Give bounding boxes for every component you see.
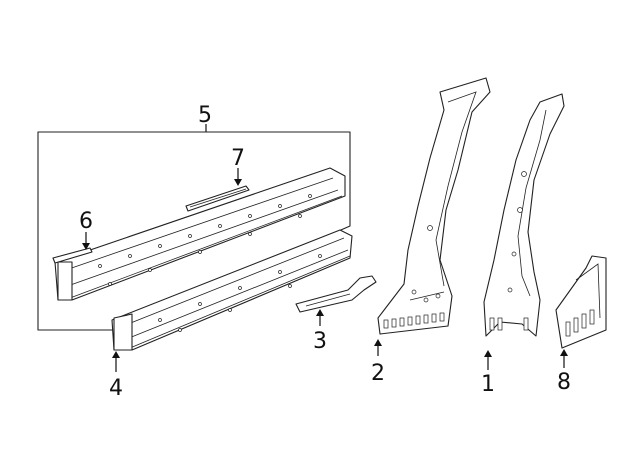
part-6-reinforcement bbox=[52, 232, 93, 264]
part-4-outer-rocker bbox=[111, 229, 353, 372]
callout-1: 1 bbox=[481, 372, 495, 397]
callout-6: 6 bbox=[79, 209, 93, 234]
rocker-holes bbox=[98, 194, 312, 286]
part-2-pillar-reinforcement bbox=[374, 77, 491, 356]
callout-3: 3 bbox=[313, 329, 327, 354]
callout-2: 2 bbox=[371, 361, 385, 386]
outer-rocker-holes bbox=[158, 254, 322, 332]
panel-8-slots bbox=[565, 309, 595, 337]
pillar-1-details bbox=[489, 171, 529, 331]
part-8-lower-panel bbox=[555, 255, 607, 368]
part-7-reinforcement bbox=[185, 168, 250, 212]
pillar-2-slots bbox=[383, 225, 445, 329]
callout-4: 4 bbox=[109, 376, 123, 401]
part-5-rocker-panel bbox=[54, 167, 346, 301]
part-3-bracket bbox=[295, 275, 377, 326]
callout-8: 8 bbox=[557, 370, 571, 395]
callout-7: 7 bbox=[231, 146, 245, 171]
part-1-pillar-inner bbox=[483, 93, 565, 370]
callout-5: 5 bbox=[198, 103, 212, 128]
